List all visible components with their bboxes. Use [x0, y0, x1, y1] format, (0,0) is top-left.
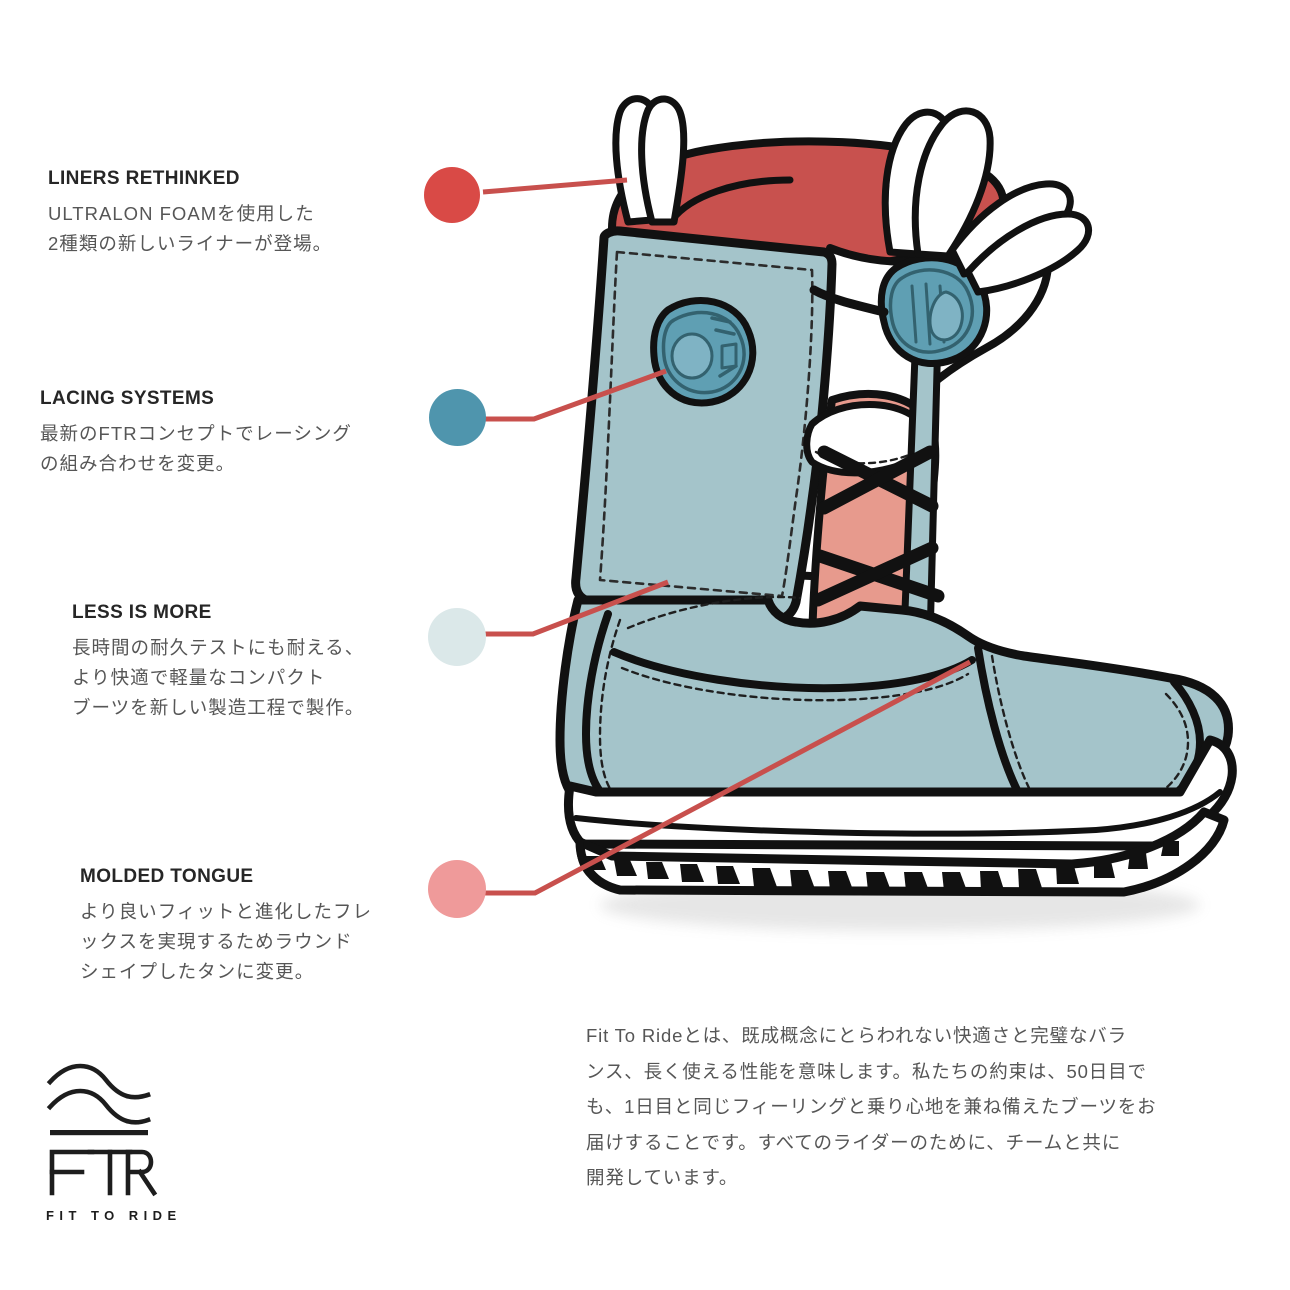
callout-body-line: 2種類の新しいライナーが登場。 — [48, 232, 333, 254]
logo-tagline: FIT TO RIDE — [46, 1208, 182, 1223]
callout-dot-liners[interactable] — [424, 167, 480, 223]
shell-seam-toecap-stitch — [1164, 692, 1190, 790]
brand-paragraph: Fit To Rideとは、既成概念にとらわれない快適さと完璧なバラ ンス、長く… — [586, 1018, 1252, 1196]
boot-body — [555, 95, 1237, 897]
callout-title-liners: LINERS RETHINKED — [48, 168, 240, 189]
callout-body-line: 最新のFTRコンセプトでレーシング — [40, 423, 352, 444]
callout-body-lacing: 最新のFTRコンセプトでレーシング の組み合わせを変更。 — [40, 419, 400, 479]
callout-title-tongue: MOLDED TONGUE — [80, 866, 254, 887]
callout-body-line: の組み合わせを変更。 — [40, 452, 236, 474]
callout-body-line: ブーツを新しい製造工程で製作。 — [72, 696, 365, 718]
logo-wave-bottom — [46, 1088, 151, 1125]
logo-bar — [50, 1130, 148, 1136]
callout-liners: LINERS RETHINKED ULTRALON FOAMを使用した 2種類の… — [48, 168, 408, 259]
lace-loops-right — [881, 107, 1092, 296]
brand-paragraph-line: ンス、長く使える性能を意味します。私たちの約束は、50日目で — [586, 1060, 1147, 1082]
shell-seam-toe — [974, 644, 1022, 796]
logo-wave-top — [46, 1063, 151, 1100]
callout-dot-lacing[interactable] — [429, 389, 486, 446]
callout-body-line: より快適で軽量なコンパクト — [72, 666, 326, 688]
brand-paragraph-line: 届けすることです。すべてのライダーのために、チームと共に — [586, 1131, 1122, 1153]
brand-paragraph-line: Fit To Rideとは、既成概念にとらわれない快適さと完璧なバラ — [586, 1025, 1127, 1046]
ftr-wave-mark — [46, 1063, 158, 1197]
callout-body-liners: ULTRALON FOAMを使用した 2種類の新しいライナーが登場。 — [48, 199, 408, 259]
boot-lower-shell — [555, 595, 1233, 805]
callout-body-line: ックスを実現するためラウンド — [80, 930, 353, 952]
callout-title-lacing: LACING SYSTEMS — [40, 388, 215, 409]
cuff-stitch-outer — [598, 250, 814, 598]
callout-less-is-more: LESS IS MORE 長時間の耐久テストにも耐える、 より快適で軽量なコンパ… — [72, 602, 432, 723]
callout-molded-tongue: MOLDED TONGUE より良いフィットと進化したフレ ックスを実現するため… — [80, 866, 440, 987]
boa-dial-front — [650, 296, 757, 407]
boa-cable-rear — [809, 285, 889, 317]
callout-body-line: 長時間の耐久テストにも耐える、 — [72, 637, 365, 658]
callout-dot-less[interactable] — [428, 608, 486, 666]
callout-body-line: ULTRALON FOAMを使用した — [48, 203, 315, 224]
callout-body-line: シェイプしたタンに変更。 — [80, 960, 315, 982]
ftr-logo: FIT TO RIDE — [44, 1062, 224, 1223]
boa-dial-rear — [877, 254, 991, 368]
lace-loops-left — [612, 95, 688, 226]
logo-wordmark-ftr — [49, 1149, 158, 1197]
callout-body-line: より良いフィットと進化したフレ — [80, 901, 373, 922]
callout-body-less: 長時間の耐久テストにも耐える、 より快適で軽量なコンパクト ブーツを新しい製造工… — [72, 633, 432, 723]
shell-seam-toe-stitch — [990, 654, 1032, 792]
boot-cuff-teal — [571, 226, 837, 625]
callout-lacing: LACING SYSTEMS 最新のFTRコンセプトでレーシング の組み合わせを… — [40, 388, 400, 479]
callout-title-less: LESS IS MORE — [72, 602, 212, 623]
callout-dot-tongue[interactable] — [428, 860, 486, 918]
brand-paragraph-line: 開発しています。 — [586, 1167, 739, 1189]
callout-body-tongue: より良いフィットと進化したフレ ックスを実現するためラウンド シェイプしたタンに… — [80, 897, 440, 987]
brand-paragraph-line: も、1日目と同じフィーリングと乗り心地を兼ね備えたブーツをお — [586, 1096, 1157, 1118]
